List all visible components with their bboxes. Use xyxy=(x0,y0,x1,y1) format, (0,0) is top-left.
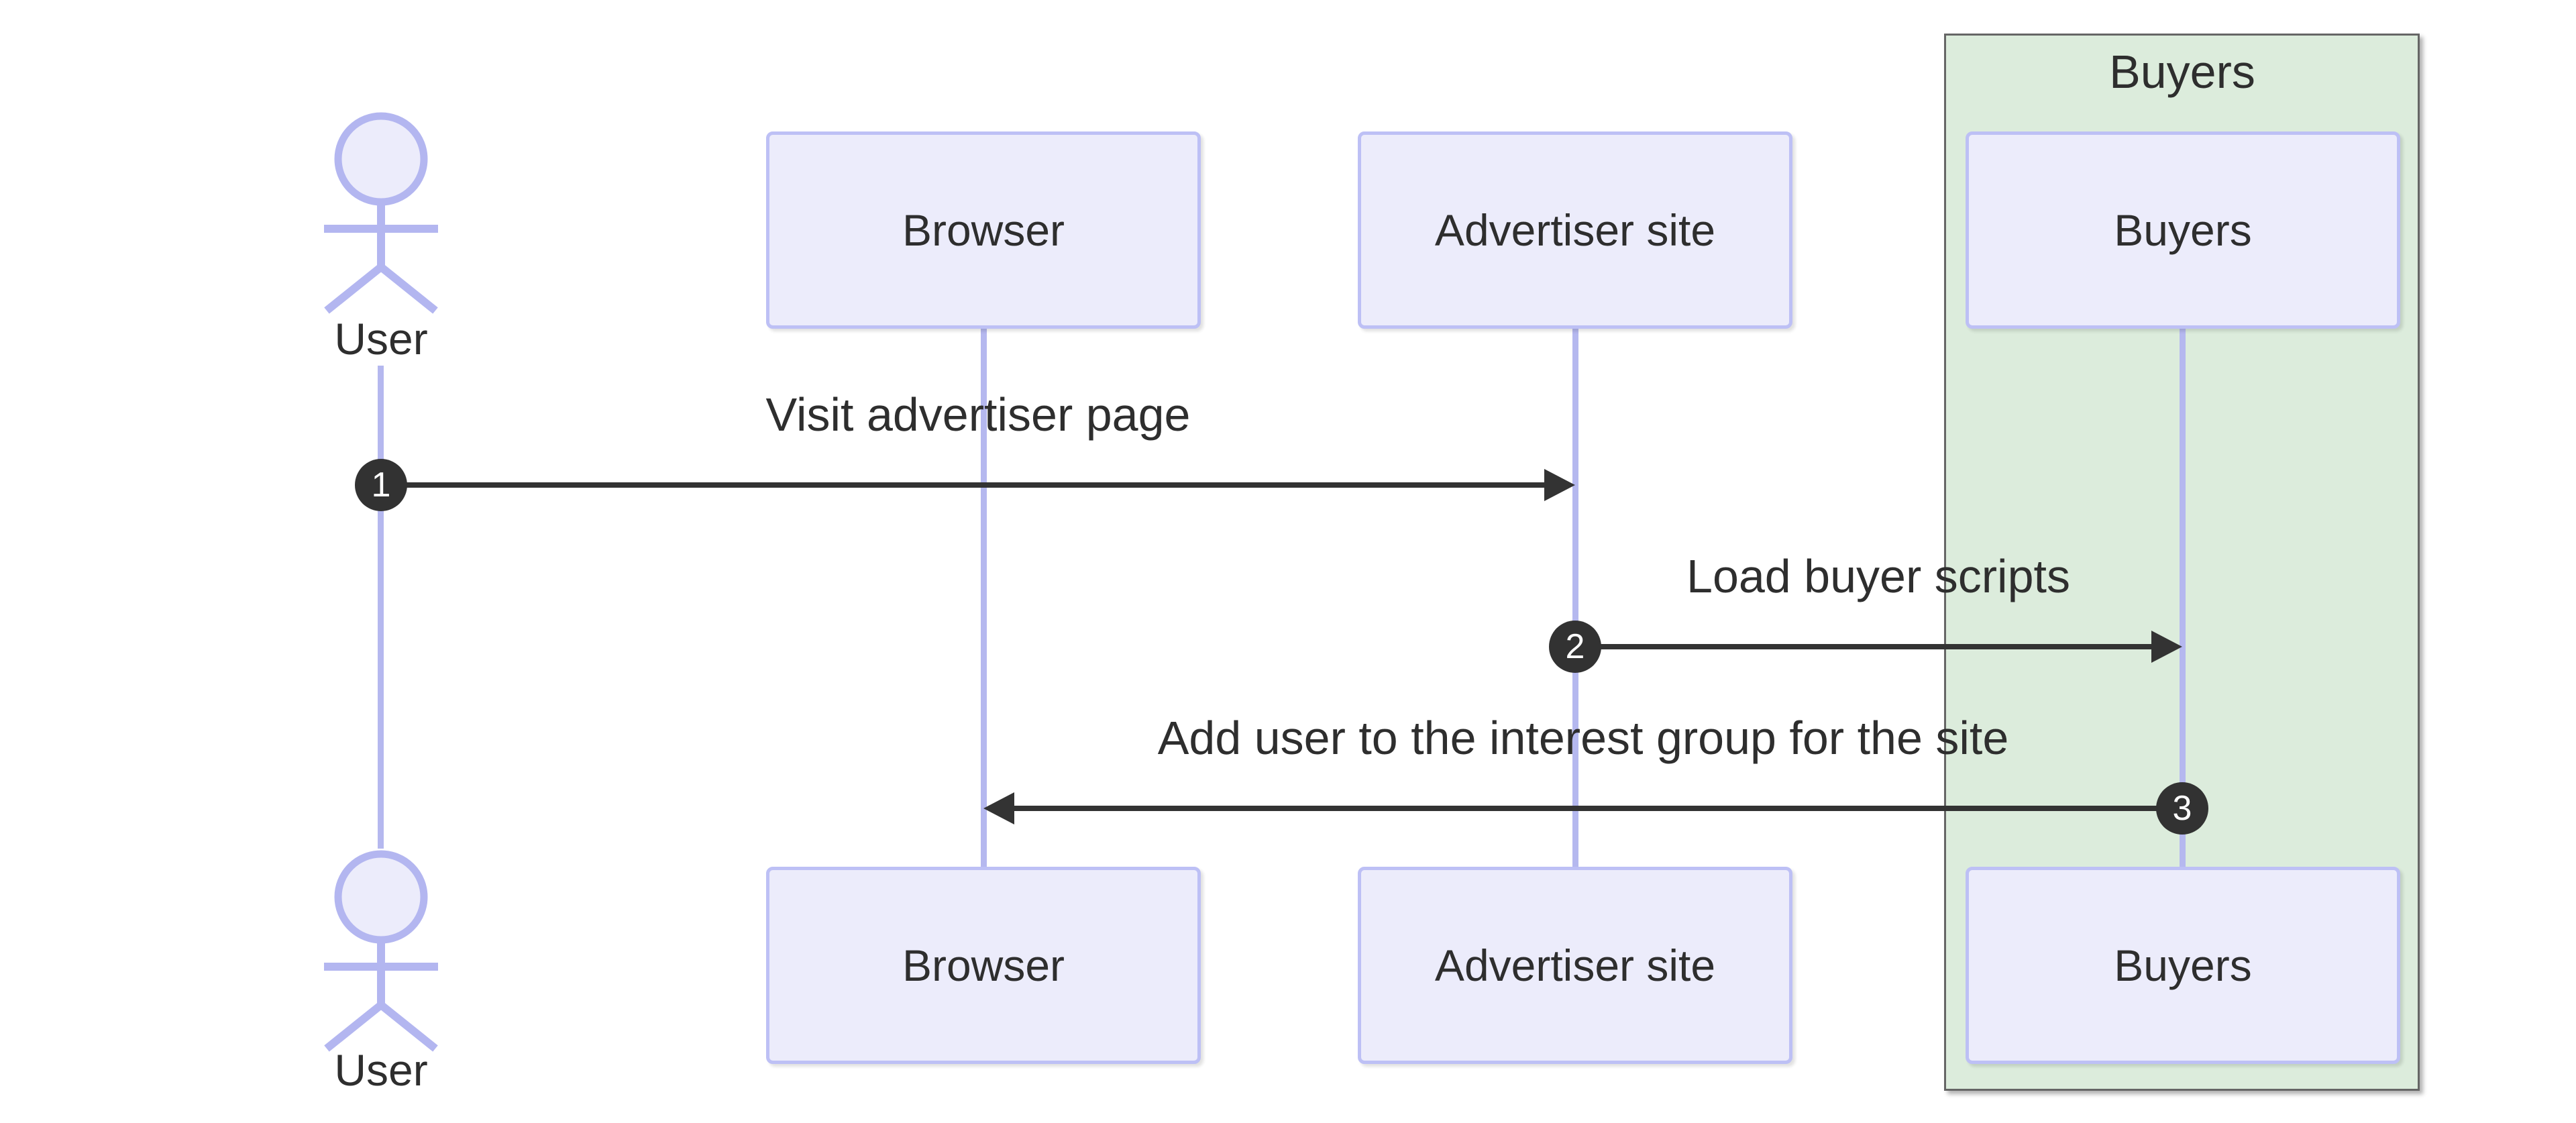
participant-box-buyers-top: Buyers xyxy=(1966,131,2400,329)
actor-label-user-top: User xyxy=(334,314,428,364)
actor-label-user-bottom: User xyxy=(334,1045,428,1095)
sequence-number-3: 3 xyxy=(2172,789,2192,828)
user-actor-figure-bottom xyxy=(324,850,438,1052)
message-3-arrow-line xyxy=(1013,806,2182,811)
sequence-number-badge-2: 2 xyxy=(1549,621,1601,673)
message-2-label: Load buyer scripts xyxy=(1686,550,2070,602)
actor-head xyxy=(334,850,428,944)
sequence-number-badge-1: 1 xyxy=(355,459,407,511)
lifeline-advertiser xyxy=(1572,329,1578,867)
lifeline-user xyxy=(378,366,384,849)
participant-box-advertiser-bottom: Advertiser site xyxy=(1358,867,1792,1064)
participant-label-browser-top: Browser xyxy=(902,205,1065,255)
participant-box-advertiser-top: Advertiser site xyxy=(1358,131,1792,329)
arrowhead-right-icon xyxy=(1544,469,1575,501)
arrowhead-right-icon xyxy=(2151,631,2182,663)
sequence-number-badge-3: 3 xyxy=(2156,782,2208,835)
sequence-number-1: 1 xyxy=(371,466,391,504)
message-3-label: Add user to the interest group for the s… xyxy=(1157,712,2009,764)
arrowhead-left-icon xyxy=(983,792,1014,824)
message-1-label: Visit advertiser page xyxy=(765,388,1191,441)
participant-label-browser-bottom: Browser xyxy=(902,941,1065,990)
participant-box-browser-bottom: Browser xyxy=(766,867,1201,1064)
participant-label-advertiser-bottom: Advertiser site xyxy=(1434,941,1716,990)
participant-label-buyers-bottom: Buyers xyxy=(2114,941,2252,990)
message-1-arrow-line xyxy=(381,482,1551,488)
sequence-number-2: 2 xyxy=(1565,627,1585,666)
group-title: Buyers xyxy=(2109,46,2255,98)
participant-box-buyers-bottom: Buyers xyxy=(1966,867,2400,1064)
user-actor-figure-top xyxy=(324,112,438,314)
participant-box-browser-top: Browser xyxy=(766,131,1201,329)
actor-head xyxy=(334,112,428,206)
lifeline-browser xyxy=(981,329,987,867)
participant-label-advertiser-top: Advertiser site xyxy=(1434,205,1716,255)
lifeline-buyers xyxy=(2180,329,2186,867)
participant-label-buyers-top: Buyers xyxy=(2114,205,2252,255)
message-2-arrow-line xyxy=(1575,644,2155,649)
